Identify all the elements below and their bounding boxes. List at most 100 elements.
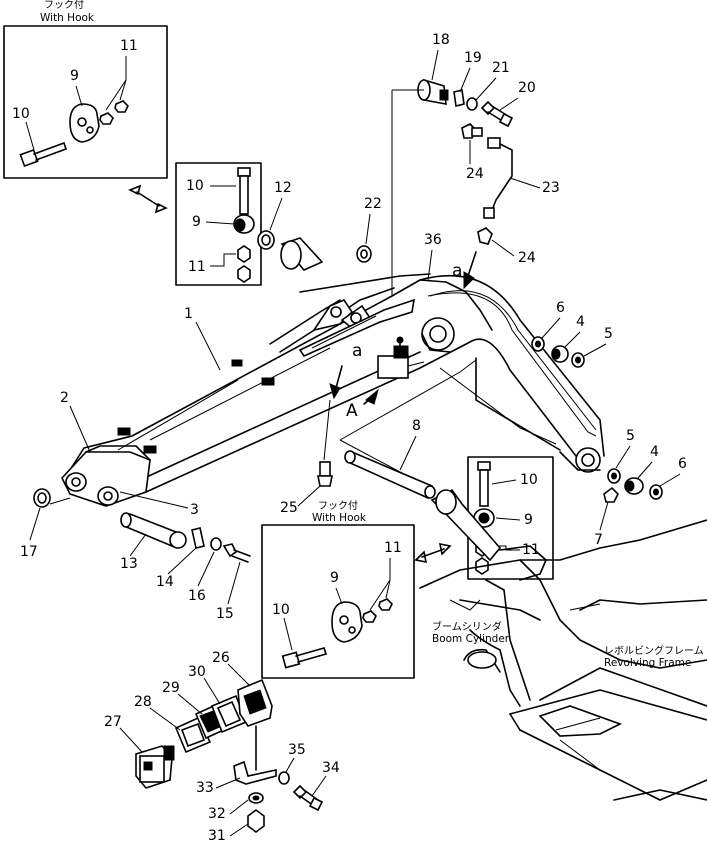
callout-29: 29 — [162, 680, 180, 696]
boom-foot-2 — [61, 451, 151, 507]
washer-22 — [356, 245, 372, 263]
bolt-34 — [292, 784, 324, 812]
callout-10: 10 — [12, 106, 30, 122]
fitting-25 — [317, 461, 333, 487]
lens-28 — [174, 716, 212, 754]
callout-14: 14 — [156, 574, 174, 590]
washer-35 — [278, 771, 290, 785]
callout-3: 3 — [190, 502, 199, 518]
callout-36: 36 — [424, 232, 442, 248]
revolving-frame — [419, 519, 707, 801]
callout-34: 34 — [322, 760, 340, 776]
hook-mid-caption-jp: フック付 — [318, 499, 358, 512]
callout-26: 26 — [212, 650, 230, 666]
boom-cylinder-caption-en: Boom Cylinder — [432, 633, 510, 645]
detail-box-hook-mid: フック付 With Hook 10 9 11 — [261, 499, 415, 679]
washer-17 — [33, 488, 51, 508]
detail-box-standard: 10 9 11 — [175, 162, 262, 286]
revolving-frame-caption-en: Revolving Frame — [604, 657, 691, 669]
callout-12: 12 — [274, 180, 292, 196]
hook-top-caption-en: With Hook — [40, 12, 95, 24]
view-arrow-A: A — [346, 388, 379, 421]
ring-5-upper — [571, 352, 585, 368]
callout-11-std: 11 — [188, 259, 206, 275]
shim-6-lower — [649, 484, 663, 500]
callout-31: 31 — [208, 828, 226, 844]
label-view-A: A — [346, 401, 358, 421]
plate-14 — [191, 527, 205, 549]
hose-to-25 — [323, 399, 331, 461]
bushing-4-upper — [551, 345, 569, 363]
callout-10-right: 10 — [520, 472, 538, 488]
callout-19: 19 — [464, 50, 482, 66]
callout-25: 25 — [280, 500, 298, 516]
detail-box-hook-top: フック付 With Hook 10 9 11 — [3, 0, 168, 179]
hook-plate-9-mid — [331, 601, 363, 643]
boom-gooseneck-bottom — [469, 338, 591, 471]
fitting-24-lower — [477, 227, 493, 245]
callout-5-upper: 5 — [604, 326, 613, 342]
callout-1: 1 — [184, 306, 193, 322]
pin-assembly-18 — [417, 78, 449, 105]
bolt-10-mid — [281, 647, 327, 669]
pin-8 — [344, 450, 436, 500]
callout-8: 8 — [412, 418, 421, 434]
callout-27: 27 — [104, 714, 122, 730]
bracket-33 — [233, 760, 277, 785]
grease-fitting-7 — [603, 486, 619, 503]
view-arrow-a-upper: a — [452, 251, 477, 290]
callout-5-lower: 5 — [626, 428, 635, 444]
bolt-10-right — [477, 461, 491, 507]
callout-23: 23 — [542, 180, 560, 196]
lamp-27 — [135, 745, 175, 789]
callout-24-lower: 24 — [518, 250, 536, 266]
callout-9-right: 9 — [524, 512, 533, 528]
collar-9-std — [233, 214, 255, 234]
bushing-boom-foot — [280, 237, 324, 271]
callout-11-mid: 11 — [384, 540, 402, 556]
bolt-20 — [480, 100, 514, 128]
plate-19 — [453, 89, 465, 107]
revolving-frame-caption-jp: レボルビングフレーム — [604, 644, 704, 657]
housing-26 — [237, 678, 273, 727]
grease-block-a — [377, 336, 425, 379]
double-arrow-mid — [414, 542, 452, 564]
washer-21 — [466, 97, 478, 111]
washer-16 — [210, 537, 222, 551]
boom-cylinder-caption-jp: ブームシリンダ — [432, 620, 502, 633]
label-a-lower: a — [352, 341, 362, 361]
arrow-a-lower: a — [329, 341, 362, 400]
boom-assembly — [61, 273, 605, 507]
boom-gooseneck-top — [419, 274, 605, 457]
hook-mid-caption-en: With Hook — [312, 512, 367, 524]
callout-20: 20 — [518, 80, 536, 96]
hook-top-caption-jp: フック付 — [44, 0, 84, 11]
nut-11-mid — [362, 598, 393, 623]
callout-9-mid: 9 — [330, 570, 339, 586]
callout-11: 11 — [120, 38, 138, 54]
fitting-24-upper — [461, 123, 483, 139]
callout-4-lower: 4 — [650, 444, 659, 460]
bolt-10-top — [19, 142, 67, 168]
callout-24-upper: 24 — [466, 166, 484, 182]
callout-32: 32 — [208, 806, 226, 822]
callout-11-right: 11 — [522, 542, 540, 558]
callout-10-std: 10 — [186, 178, 204, 194]
boom-cylinder-label: ブームシリンダ Boom Cylinder — [432, 620, 510, 645]
boom-cylinder-rod-end — [430, 488, 502, 562]
callout-15: 15 — [216, 606, 234, 622]
callout-4-upper: 4 — [576, 314, 585, 330]
callout-6-lower: 6 — [678, 456, 687, 472]
callout-28: 28 — [134, 694, 152, 710]
callout-6-upper: 6 — [556, 300, 565, 316]
shim-6-upper — [531, 336, 545, 352]
callout-33: 33 — [196, 780, 214, 796]
bolt-15 — [222, 543, 251, 563]
nut-11-std — [237, 245, 251, 283]
nut-31 — [247, 809, 265, 833]
frame-30 — [210, 694, 248, 734]
ring-5-lower — [607, 468, 621, 484]
callout-18: 18 — [432, 32, 450, 48]
